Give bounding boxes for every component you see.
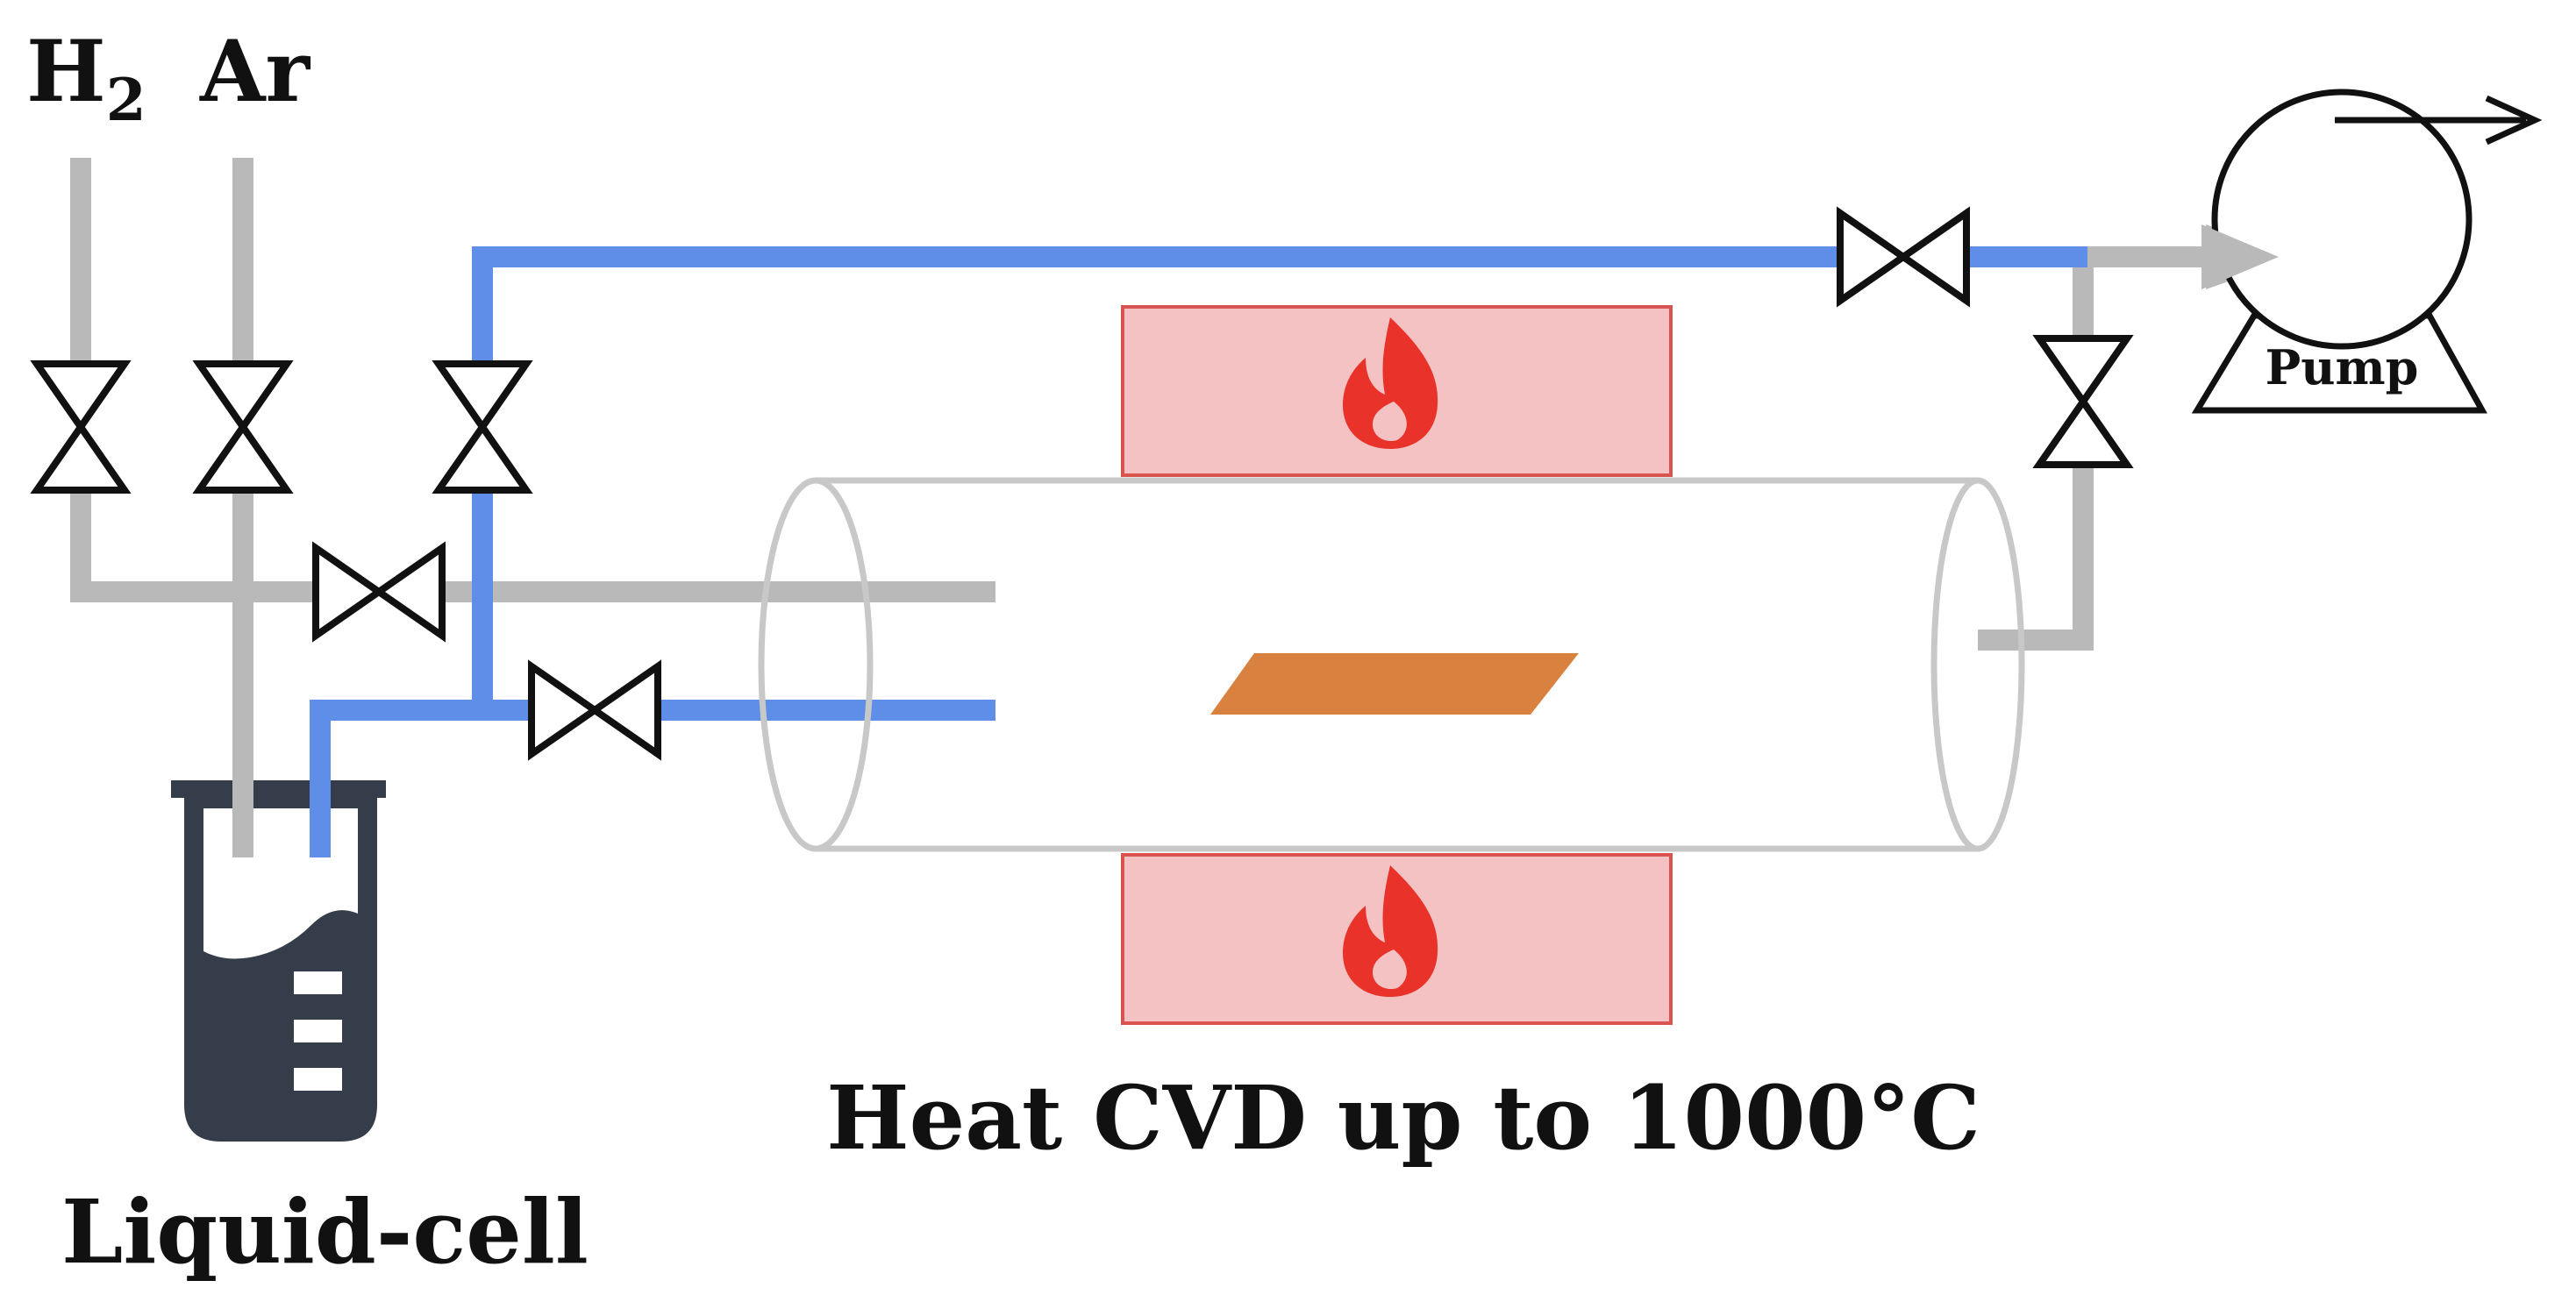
h2-line [70,158,995,602]
flame-icon [1343,317,1438,449]
substrate [1210,653,1579,715]
vapor-line-top [472,246,2087,710]
bypass-valve-icon[interactable] [434,364,531,490]
tube-inlet-end [758,477,874,852]
pump-valve-icon[interactable] [1840,209,1966,305]
flame-icon [1343,865,1438,997]
ar-label: Ar [199,22,310,121]
vapor-valve-icon[interactable] [532,662,658,758]
pump-icon[interactable] [2191,89,2543,414]
h2-valve-icon[interactable] [32,364,129,490]
h2-label: H2 [26,22,146,134]
exhaust-valve-icon[interactable] [2035,338,2131,465]
outlet-arrow-icon [2485,95,2543,146]
ar-valve-icon[interactable] [195,364,291,490]
liquid-cell-caption: Liquid-cell [61,1180,589,1284]
vapor-dip-tube [310,772,331,857]
h2-reactor-valve-icon[interactable] [316,544,442,640]
pump-label: Pump [2266,339,2419,395]
ar-dip-tube [232,772,253,857]
reactor-tube [758,477,2025,852]
beaker-icon [171,780,386,1142]
tube-outlet-end [1930,477,2025,852]
heat-cvd-caption: Heat CVD up to 1000°C [826,1066,1980,1170]
